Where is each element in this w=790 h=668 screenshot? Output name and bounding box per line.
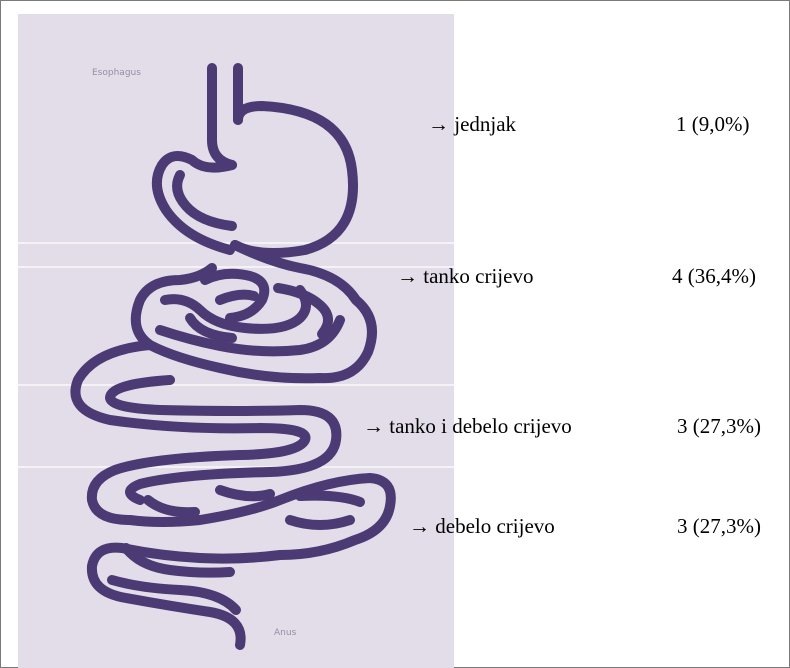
row-value-tanko-i-debelo: 3 (27,3%) bbox=[677, 416, 761, 437]
row-label-tanko-i-debelo: → tanko i debelo crijevo bbox=[363, 416, 572, 437]
large-intestine-path bbox=[148, 500, 195, 512]
stomach-path bbox=[157, 156, 232, 250]
large-intestine-path bbox=[290, 520, 350, 525]
stomach-path bbox=[177, 175, 232, 226]
stomach-path bbox=[235, 106, 353, 253]
row-label-tanko-crijevo: → tanko crijevo bbox=[397, 266, 533, 287]
esophagus-path bbox=[212, 68, 232, 165]
row-value-tanko-crijevo: 4 (36,4%) bbox=[672, 266, 756, 287]
row-value-jednjak: 1 (9,0%) bbox=[676, 114, 749, 135]
large-intestine-path bbox=[220, 490, 270, 496]
row-value-debelo-crijevo: 3 (27,3%) bbox=[677, 516, 761, 537]
small-intestine-path bbox=[220, 295, 254, 300]
large-intestine-path bbox=[300, 496, 360, 502]
row-label-debelo-crijevo: → debelo crijevo bbox=[409, 516, 555, 537]
row-label-jednjak: → jednjak bbox=[428, 114, 516, 135]
